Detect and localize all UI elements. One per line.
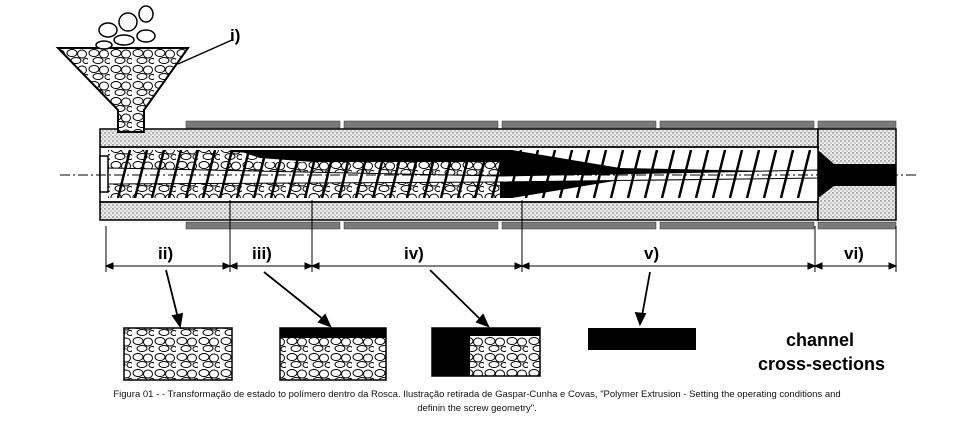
cross-sections-title-line2: cross-sections	[758, 354, 885, 374]
label-iv: iv)	[404, 244, 424, 263]
screw-flight	[677, 150, 693, 198]
screw-flight	[541, 150, 557, 198]
screw-flight	[456, 150, 472, 198]
screw-flight	[286, 150, 302, 198]
screw-flight	[796, 150, 812, 198]
shaft-end	[99, 155, 109, 193]
screw-flight	[218, 150, 234, 198]
screw-flight	[320, 150, 336, 198]
figure-caption: Figura 01 - - Transformação de estado to…	[0, 388, 954, 416]
label-iii: iii)	[252, 244, 272, 263]
screw-flights	[116, 150, 812, 198]
screw-flight	[473, 150, 489, 198]
screw-flight	[371, 150, 387, 198]
screw-flight	[660, 150, 676, 198]
label-ii: ii)	[158, 244, 173, 263]
screw-flight	[609, 150, 625, 198]
screw-flight	[184, 150, 200, 198]
screw-flight	[150, 150, 166, 198]
screw-flight	[507, 150, 523, 198]
label-v: v)	[644, 244, 659, 263]
screw-flight	[252, 150, 268, 198]
die-output	[818, 150, 896, 198]
screw-flight	[388, 150, 404, 198]
pointer-line-i	[177, 39, 233, 65]
screw-flight	[405, 150, 421, 198]
heater-bands-bottom	[185, 221, 897, 230]
screw-flight	[558, 150, 574, 198]
cross-section-melt-film	[279, 327, 387, 381]
screw-flight	[116, 150, 132, 198]
heater-bands-top	[185, 120, 897, 129]
cross-section-arrows	[165, 269, 651, 329]
screw-flight	[439, 150, 455, 198]
screw-flight	[422, 150, 438, 198]
cross-section-full-melt	[588, 328, 696, 350]
screw-flight	[745, 150, 761, 198]
screw-flight	[626, 150, 642, 198]
feed-hopper	[55, 5, 190, 133]
screw-flight	[728, 150, 744, 198]
screw-flight	[762, 150, 778, 198]
screw-flight	[643, 150, 659, 198]
zone-dimension-lines	[104, 200, 898, 272]
screw-flight	[269, 150, 285, 198]
screw-flight	[337, 150, 353, 198]
caption-line-1: Figura 01 - - Transformação de estado to…	[113, 389, 841, 400]
screw-flight	[133, 150, 149, 198]
screw-flight	[354, 150, 370, 198]
caption-line-2: definin the screw geometry".	[417, 403, 537, 414]
screw-flight	[235, 150, 251, 198]
label-vi: vi)	[844, 244, 864, 263]
screw-flight	[201, 150, 217, 198]
screw-flight	[711, 150, 727, 198]
screw-flight	[490, 150, 506, 198]
screw-flight	[167, 150, 183, 198]
cross-sections-title-line1: channel	[786, 330, 854, 350]
screw-flight	[303, 150, 319, 198]
label-i: i)	[230, 26, 240, 45]
screw-flight	[694, 150, 710, 198]
cross-section-melt-pool	[431, 327, 541, 377]
screw-flight	[524, 150, 540, 198]
cross-section-solid	[123, 327, 233, 381]
screw-flight	[575, 150, 591, 198]
screw-channel	[108, 150, 820, 198]
screw-flight	[592, 150, 608, 198]
screw-flight	[779, 150, 795, 198]
